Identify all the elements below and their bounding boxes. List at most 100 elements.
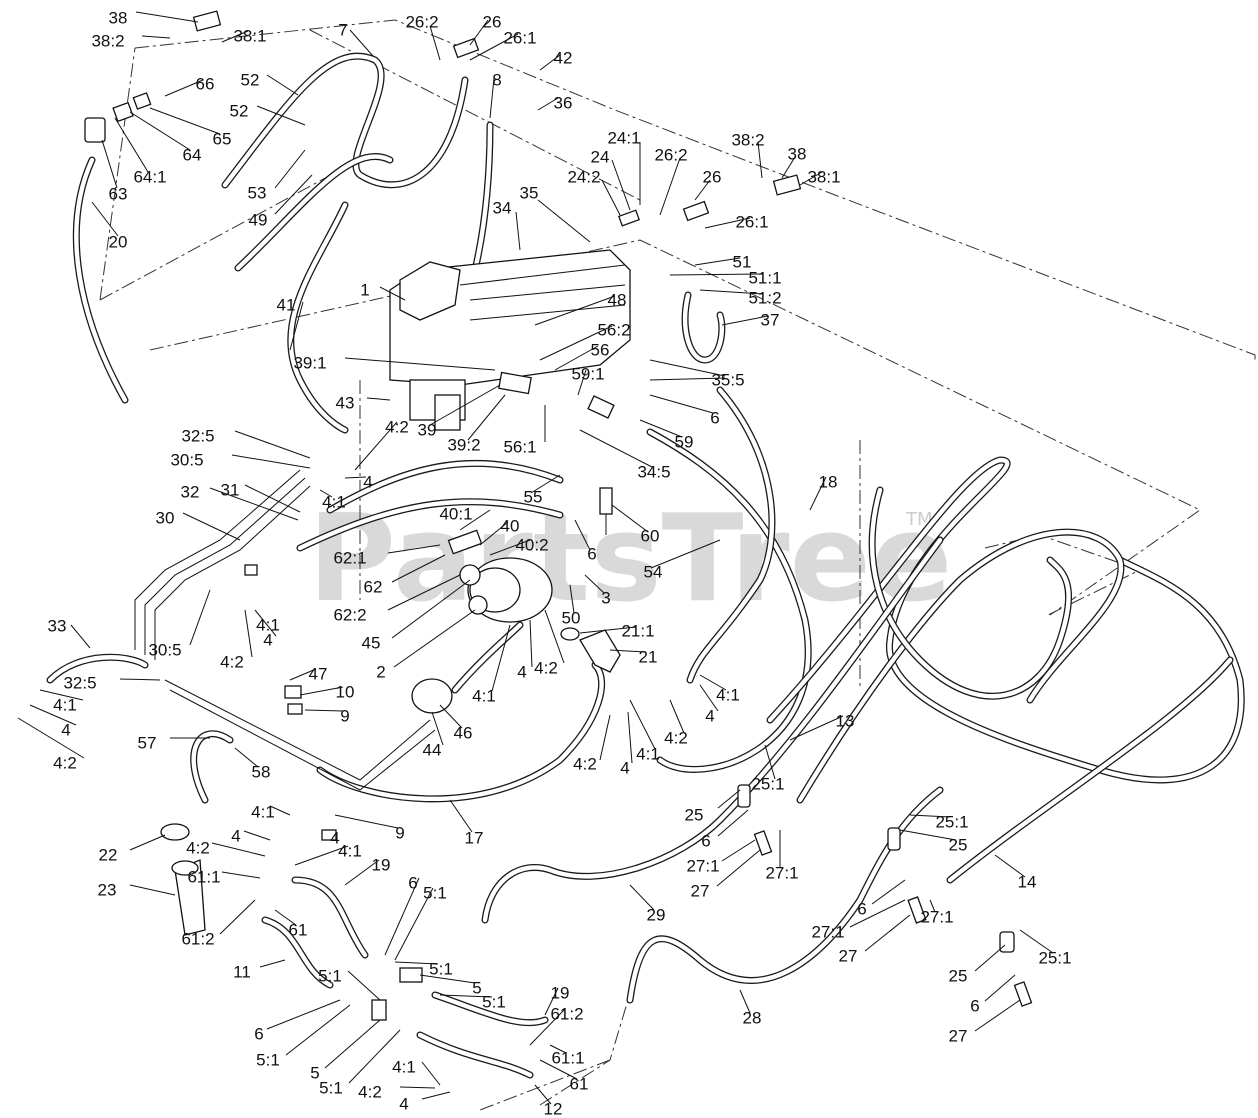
watermark-trademark: TM	[905, 509, 933, 530]
callout-label: 35:5	[711, 371, 744, 390]
callout-label: 56:1	[503, 438, 536, 457]
callout-label: 54	[644, 563, 663, 582]
callout-label: 56:2	[597, 321, 630, 340]
callout-label: 52	[241, 71, 260, 90]
callout-label: 64:1	[133, 168, 166, 187]
callout-label: 38	[788, 145, 807, 164]
callout-label: 34:5	[637, 463, 670, 482]
callout-label: 25:1	[1038, 949, 1071, 968]
callout-label: 24:2	[567, 168, 600, 187]
ring-44	[411, 678, 453, 714]
callout-label: 40:1	[439, 505, 472, 524]
callout-label: 40:2	[515, 536, 548, 555]
callout-label: 5:1	[482, 993, 506, 1012]
callout-label: 56	[591, 341, 610, 360]
callout-label: 4	[61, 721, 70, 740]
callout-label: 1	[360, 281, 369, 300]
callout-label: 63	[109, 185, 128, 204]
callout-label: 26:1	[735, 213, 768, 232]
callout-label: 53	[248, 184, 267, 203]
callout-label: 4:2	[534, 659, 558, 678]
callout-label: 4:1	[53, 696, 77, 715]
callout-label: 49	[249, 211, 268, 230]
watermark-text: PartsTree	[308, 490, 952, 629]
callout-label: 4:1	[338, 842, 362, 861]
callout-label: 2	[376, 663, 385, 682]
callout-label: 38:1	[807, 168, 840, 187]
callout-label: 4:1	[251, 803, 275, 822]
callout-label: 4:2	[385, 418, 409, 437]
callout-label: 4	[231, 827, 240, 846]
callout-label: 13	[836, 712, 855, 731]
seal-21	[560, 627, 580, 641]
callout-label: 39	[418, 421, 437, 440]
callout-label: 5:1	[318, 967, 342, 986]
callout-label: 7	[338, 21, 347, 40]
callout-label: 27	[691, 882, 710, 901]
callout-label: 38:2	[731, 131, 764, 150]
callout-label: 4:2	[573, 755, 597, 774]
callout-label: 64	[183, 146, 202, 165]
callout-label: 65	[213, 130, 232, 149]
callout-label: 5:1	[429, 960, 453, 979]
callout-label: 38	[109, 9, 128, 28]
callout-label: 4:2	[664, 729, 688, 748]
callout-label: 26:2	[405, 13, 438, 32]
callout-label: 5:1	[256, 1051, 280, 1070]
callout-label: 32	[181, 483, 200, 502]
callout-label: 6	[587, 545, 596, 564]
callout-label: 26:1	[503, 29, 536, 48]
callout-label: 20	[109, 233, 128, 252]
components	[84, 10, 1033, 1021]
callout-label: 4:1	[392, 1058, 416, 1077]
callout-label: 51:2	[748, 289, 781, 308]
callout-label: 23	[98, 881, 117, 900]
hose-28	[626, 786, 944, 1004]
callout-label: 59:1	[571, 365, 604, 384]
callout-label: 62:1	[333, 549, 366, 568]
callout-label: 28	[743, 1009, 762, 1028]
callout-label: 25	[949, 967, 968, 986]
callout-label: 59	[675, 433, 694, 452]
callout-label: 9	[340, 707, 349, 726]
callout-label: 60	[641, 527, 660, 546]
callout-label: 51:1	[748, 269, 781, 288]
callout-label: 26	[703, 168, 722, 187]
callout-label: 4	[517, 663, 526, 682]
callout-label: 8	[492, 71, 501, 90]
callout-label: 34	[493, 199, 512, 218]
elbow-21	[579, 629, 621, 673]
pump	[459, 557, 553, 623]
callout-label: 62:2	[333, 606, 366, 625]
callout-label: 61:1	[187, 868, 220, 887]
callout-label: 61:1	[551, 1049, 584, 1068]
callout-label: 21:1	[621, 622, 654, 641]
callout-label: 6	[701, 832, 710, 851]
callout-label: 46	[454, 724, 473, 743]
callout-label: 10	[336, 683, 355, 702]
callout-label: 61	[570, 1075, 589, 1094]
callout-label: 4:1	[472, 687, 496, 706]
callout-label: 22	[99, 846, 118, 865]
callout-label: 32:5	[63, 674, 96, 693]
callout-label: 36	[554, 94, 573, 113]
callout-label: 25	[949, 836, 968, 855]
callout-label: 4:2	[358, 1083, 382, 1102]
callout-label: 27:1	[765, 864, 798, 883]
callout-label: 4:2	[186, 839, 210, 858]
callout-label: 27:1	[811, 923, 844, 942]
callout-label: 4	[363, 473, 372, 492]
callout-label: 9	[395, 824, 404, 843]
callout-label: 27	[839, 947, 858, 966]
filter	[171, 859, 206, 936]
callout-label: 39:2	[447, 436, 480, 455]
callout-label: 4:1	[256, 616, 280, 635]
callout-label: 30	[156, 509, 175, 528]
callout-label: 6	[857, 900, 866, 919]
callout-label: 14	[1018, 873, 1037, 892]
callout-label: 3	[601, 589, 610, 608]
callout-label: 61:2	[181, 930, 214, 949]
callout-label: 61	[289, 921, 308, 940]
callout-label: 42	[554, 49, 573, 68]
